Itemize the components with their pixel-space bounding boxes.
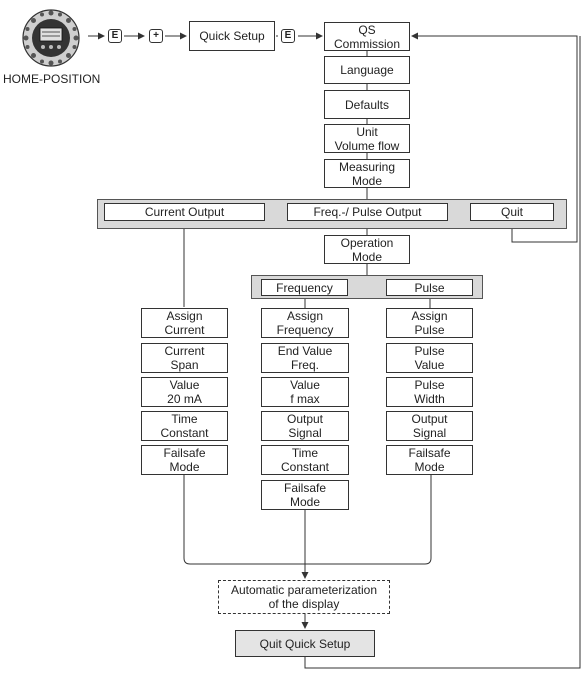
enter-key-icon-2[interactable]: E <box>281 29 295 43</box>
current-output-option[interactable]: Current Output <box>104 203 265 221</box>
failsafe-mode-frequency-box[interactable]: Failsafe Mode <box>261 480 349 510</box>
defaults-box[interactable]: Defaults <box>324 90 410 119</box>
assign-pulse-box[interactable]: Assign Pulse <box>386 308 473 338</box>
assign-current-box[interactable]: Assign Current <box>141 308 228 338</box>
frequency-option[interactable]: Frequency <box>261 279 348 296</box>
value-f-max-box[interactable]: Value f max <box>261 377 349 407</box>
enter-key-icon[interactable]: E <box>108 29 122 43</box>
quick-setup-box[interactable]: Quick Setup <box>189 21 275 51</box>
assign-frequency-box[interactable]: Assign Frequency <box>261 308 349 338</box>
freq-pulse-output-option[interactable]: Freq.-/ Pulse Output <box>287 203 448 221</box>
value-20ma-box[interactable]: Value 20 mA <box>141 377 228 407</box>
quit-quick-setup-box[interactable]: Quit Quick Setup <box>235 630 375 657</box>
failsafe-mode-pulse-box[interactable]: Failsafe Mode <box>386 445 473 475</box>
home-position-label: HOME-POSITION <box>3 72 101 86</box>
output-signal-pulse-box[interactable]: Output Signal <box>386 411 473 441</box>
plus-key-icon[interactable]: + <box>149 29 163 43</box>
automatic-parameterization-box: Automatic parameterization of the displa… <box>218 580 390 614</box>
unit-volume-flow-box[interactable]: Unit Volume flow <box>324 124 410 153</box>
time-constant-frequency-box[interactable]: Time Constant <box>261 445 349 475</box>
time-constant-current-box[interactable]: Time Constant <box>141 411 228 441</box>
pulse-option[interactable]: Pulse <box>386 279 473 296</box>
end-value-freq-box[interactable]: End Value Freq. <box>261 343 349 373</box>
pulse-value-box[interactable]: Pulse Value <box>386 343 473 373</box>
failsafe-mode-current-box[interactable]: Failsafe Mode <box>141 445 228 475</box>
home-device-icon <box>21 8 81 68</box>
measuring-mode-box[interactable]: Measuring Mode <box>324 159 410 188</box>
current-span-box[interactable]: Current Span <box>141 343 228 373</box>
pulse-width-box[interactable]: Pulse Width <box>386 377 473 407</box>
qs-commission-box[interactable]: QS Commission <box>324 22 410 51</box>
operation-mode-box[interactable]: Operation Mode <box>324 235 410 264</box>
language-box[interactable]: Language <box>324 56 410 84</box>
output-signal-frequency-box[interactable]: Output Signal <box>261 411 349 441</box>
quit-option[interactable]: Quit <box>470 203 554 221</box>
